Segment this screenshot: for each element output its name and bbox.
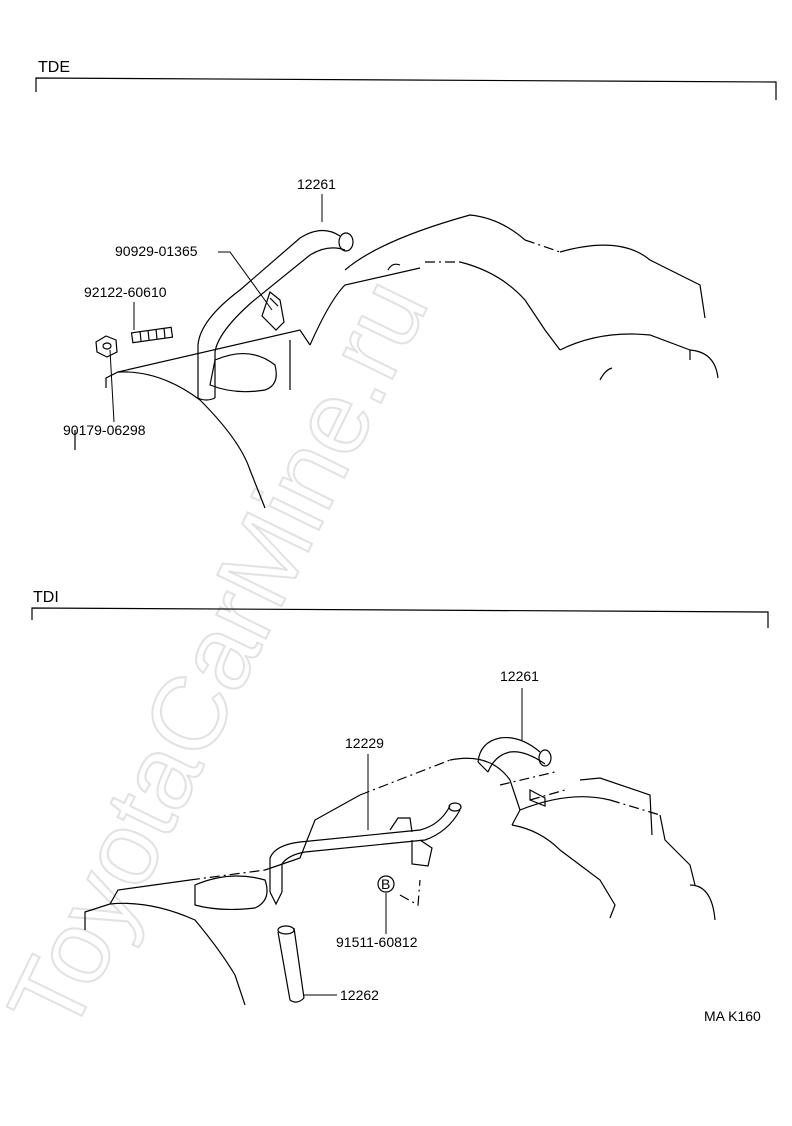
part-label-92122-60610[interactable]: 92122-60610 (84, 284, 167, 300)
part-label-90179-06298[interactable]: 90179-06298 (63, 422, 146, 438)
leader-90179-06298 (109, 349, 115, 423)
drawing-code: MA K160 (704, 1008, 761, 1024)
part-label-91511-60812[interactable]: 91511-60812 (336, 934, 418, 950)
watermark-text: ToyotaCarMine.ru (0, 262, 450, 1051)
part-label-12261-tde[interactable]: 12261 (297, 176, 336, 192)
engine-outline-tde (74, 214, 719, 509)
bolt-marker-letter: B (381, 876, 390, 892)
section-bracket-tde (35, 77, 777, 100)
section-title-tde: TDE (38, 59, 70, 76)
section-title-tdi: TDI (33, 589, 59, 606)
bolt-marker-91511-60812: B (377, 875, 421, 906)
clamp-90929-01365 (261, 290, 285, 331)
nut-90179-06298 (95, 335, 118, 358)
part-label-12229[interactable]: 12229 (345, 735, 384, 751)
stud-92122-60610 (130, 326, 174, 344)
leader-90929-01365 (218, 251, 273, 311)
hose-12261-tdi (477, 736, 552, 773)
hose-12262 (277, 925, 305, 1003)
pipe-12229 (269, 802, 462, 906)
part-label-12262[interactable]: 12262 (340, 987, 379, 1003)
part-label-12261-tdi[interactable]: 12261 (500, 668, 539, 684)
hose-12261-tde (197, 229, 354, 401)
section-bracket-tdi (31, 607, 769, 628)
part-label-90929-01365[interactable]: 90929-01365 (115, 243, 198, 259)
engine-outline-tdi (84, 757, 716, 1006)
section-tdi: TDI (31, 589, 769, 1006)
section-tde: TDE (35, 59, 777, 509)
